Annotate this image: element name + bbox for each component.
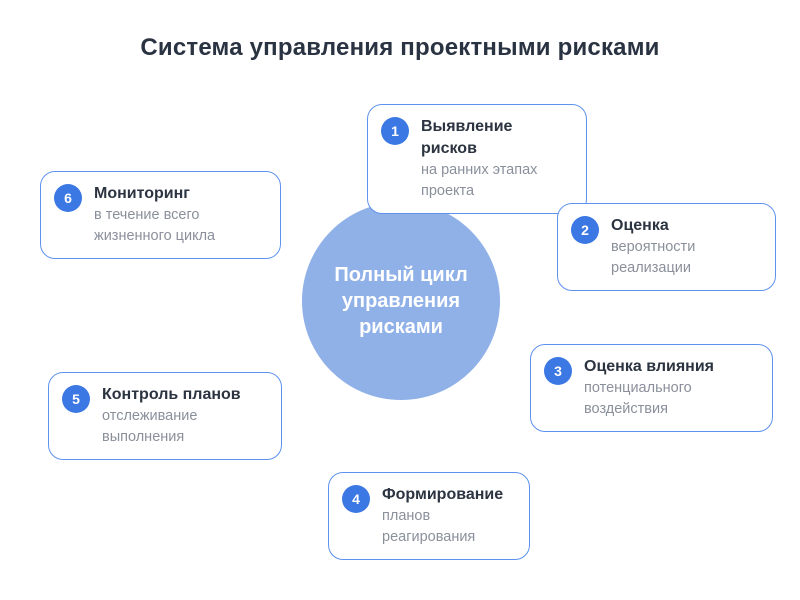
step-subtitle: отслеживание выполнения <box>102 408 198 445</box>
center-circle-label: Полный цикл управления рисками <box>334 264 468 338</box>
step-card-4: 4 Формирование планов реагирования <box>328 472 530 560</box>
step-number-badge: 2 <box>571 216 599 244</box>
step-subtitle: потенциального воздействия <box>584 380 692 417</box>
step-card-text: Выявление рисков на ранних этапах проект… <box>421 116 572 202</box>
step-title: Оценка влияния <box>584 358 714 375</box>
step-card-text: Мониторинг в течение всего жизненного ци… <box>94 183 266 247</box>
step-title: Выявление рисков <box>421 118 513 157</box>
step-card-text: Оценка влияния потенциального воздействи… <box>584 356 758 420</box>
step-card-text: Оценка вероятности реализации <box>611 215 761 279</box>
step-number-badge: 1 <box>381 117 409 145</box>
step-card-2: 2 Оценка вероятности реализации <box>557 203 776 291</box>
step-subtitle: в течение всего жизненного цикла <box>94 207 216 244</box>
step-number-badge: 3 <box>544 357 572 385</box>
step-card-6: 6 Мониторинг в течение всего жизненного … <box>40 171 281 259</box>
step-title: Оценка <box>611 217 669 234</box>
step-number-badge: 6 <box>54 184 82 212</box>
step-title: Формирование <box>382 486 504 503</box>
step-title: Контроль планов <box>102 386 241 403</box>
step-card-text: Формирование планов реагирования <box>382 484 515 548</box>
step-number-badge: 5 <box>62 385 90 413</box>
step-card-text: Контроль планов отслеживание выполнения <box>102 384 267 448</box>
center-cycle-circle: Полный цикл управления рисками <box>302 202 500 400</box>
step-card-3: 3 Оценка влияния потенциального воздейст… <box>530 344 773 432</box>
step-card-5: 5 Контроль планов отслеживание выполнени… <box>48 372 282 460</box>
step-subtitle: на ранних этапах проекта <box>421 162 538 199</box>
step-subtitle: планов реагирования <box>382 508 476 545</box>
page-title: Система управления проектными рисками <box>140 34 660 61</box>
step-title: Мониторинг <box>94 185 190 202</box>
step-subtitle: вероятности реализации <box>611 239 696 276</box>
step-card-1: 1 Выявление рисков на ранних этапах прое… <box>367 104 587 214</box>
step-number-badge: 4 <box>342 485 370 513</box>
